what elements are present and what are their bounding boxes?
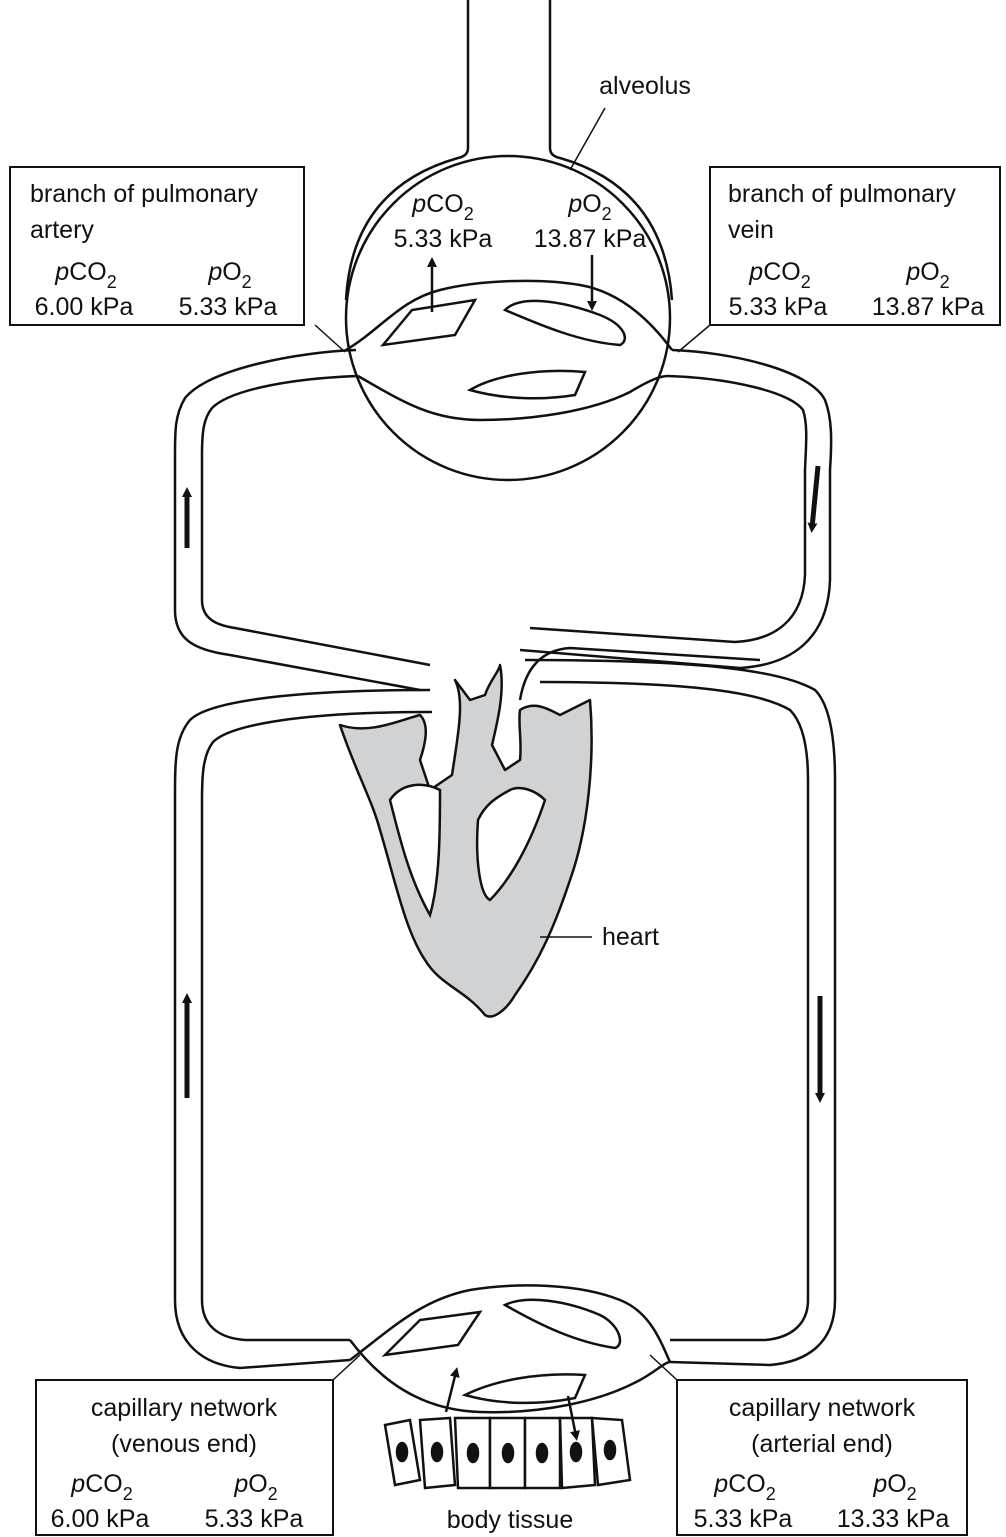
cv-line2: (venous end) — [111, 1430, 257, 1458]
heart-label: heart — [602, 923, 659, 951]
capillary-arterial-text: capillary network (arterial end) pCO2 5.… — [694, 1394, 950, 1533]
pv-po2-symbol: pO2 — [905, 258, 949, 292]
systemic-vessel — [175, 660, 835, 1368]
pulmonary-vessel — [175, 350, 831, 690]
ca-po2-value: 13.33 kPa — [837, 1505, 950, 1533]
pv-line2: vein — [728, 216, 774, 244]
cv-pco2-symbol: pCO2 — [70, 1470, 132, 1504]
body-capillary-network — [350, 1285, 670, 1412]
capillary-venous-text: capillary network (venous end) pCO2 6.00… — [51, 1394, 304, 1533]
alveolus-po2-value: 13.87 kPa — [534, 225, 647, 253]
alveolus-circle — [346, 156, 670, 480]
ca-line2: (arterial end) — [751, 1430, 893, 1458]
cv-line1: capillary network — [91, 1394, 278, 1422]
alveolus-pco2-symbol: pCO2 — [411, 190, 473, 224]
ca-pco2-symbol: pCO2 — [713, 1470, 775, 1504]
pv-line1: branch of pulmonary — [728, 180, 956, 208]
ca-po2-symbol: pO2 — [872, 1470, 916, 1504]
ca-pco2-value: 5.33 kPa — [694, 1505, 793, 1533]
pulmonary-vein-text: branch of pulmonary vein pCO2 5.33 kPa p… — [728, 180, 984, 321]
pv-pco2-value: 5.33 kPa — [729, 293, 828, 321]
cv-po2-symbol: pO2 — [233, 1470, 277, 1504]
airway — [346, 0, 672, 300]
pa-line1: branch of pulmonary — [30, 180, 258, 208]
pa-pco2-value: 6.00 kPa — [35, 293, 134, 321]
cv-pco2-value: 6.00 kPa — [51, 1505, 150, 1533]
pulmonary-artery-text: branch of pulmonary artery pCO2 6.00 kPa… — [30, 180, 277, 321]
pa-pco2-symbol: pCO2 — [54, 258, 116, 292]
body-tissue-label: body tissue — [447, 1506, 573, 1534]
pa-po2-symbol: pO2 — [207, 258, 251, 292]
pa-line2: artery — [30, 216, 94, 244]
heart — [340, 665, 592, 1016]
body-tissue-cells — [385, 1418, 630, 1488]
alveolus-values: pCO2 5.33 kPa pO2 13.87 kPa — [394, 190, 647, 253]
ca-line1: capillary network — [729, 1394, 916, 1422]
alveolar-capillary-network — [346, 281, 672, 420]
pv-pco2-symbol: pCO2 — [748, 258, 810, 292]
cv-po2-value: 5.33 kPa — [205, 1505, 304, 1533]
pv-po2-value: 13.87 kPa — [872, 293, 985, 321]
alveolus-label: alveolus — [599, 72, 691, 100]
alveolus-po2-symbol: pO2 — [567, 190, 611, 224]
alveolus-pco2-value: 5.33 kPa — [394, 225, 493, 253]
pa-po2-value: 5.33 kPa — [179, 293, 278, 321]
